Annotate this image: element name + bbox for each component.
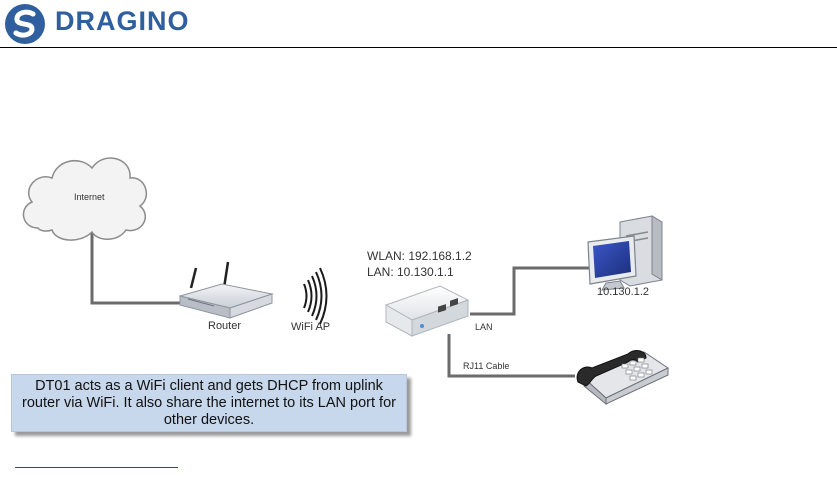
callout-text: DT01 acts as a WiFi client and gets DHCP…	[18, 378, 400, 429]
footnote-divider	[15, 467, 178, 468]
dt01-device-icon	[386, 286, 468, 336]
wifi-ap-label: WiFi AP	[291, 321, 330, 333]
lan-link-label: LAN	[475, 322, 493, 332]
router-icon	[180, 262, 272, 318]
internet-router-link	[92, 232, 188, 303]
desktop-computer-icon	[588, 216, 662, 290]
description-callout: DT01 acts as a WiFi client and gets DHCP…	[11, 374, 407, 432]
telephone-icon	[577, 351, 668, 404]
wlan-ip-label: WLAN: 192.168.1.2	[367, 249, 472, 263]
lan-link	[470, 268, 590, 314]
pc-ip-label: 10.130.1.2	[597, 286, 649, 298]
connection-lines	[92, 232, 590, 376]
rj11-cable-label: RJ11 Cable	[463, 361, 509, 371]
wifi-signal-icon	[304, 268, 327, 324]
internet-label: Internet	[74, 192, 105, 202]
lan-ip-label: LAN: 10.130.1.1	[367, 265, 454, 279]
router-label: Router	[208, 320, 241, 332]
